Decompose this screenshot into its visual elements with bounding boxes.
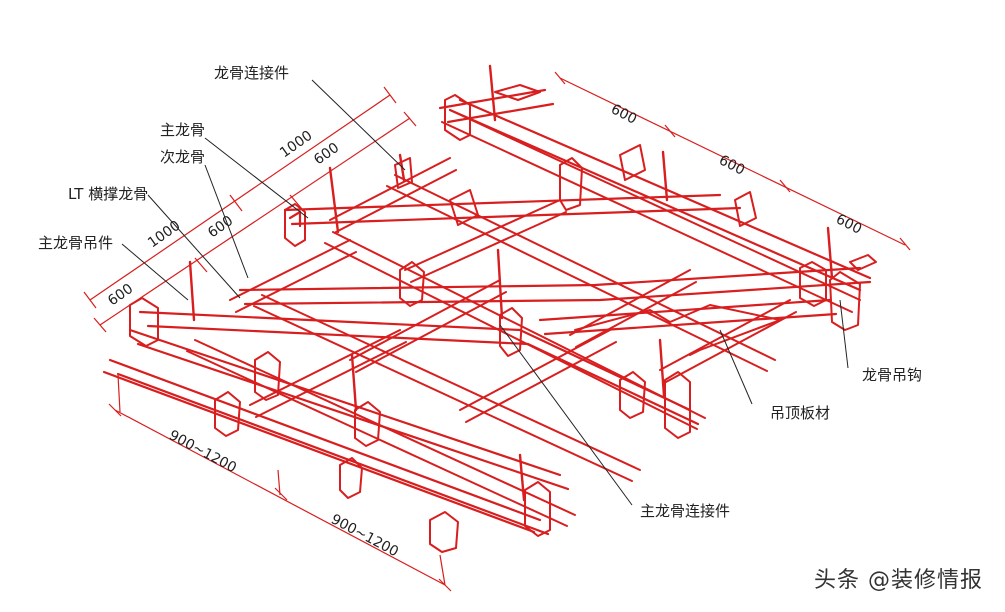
label-keel-connector: 龙骨连接件 xyxy=(214,64,289,82)
dim-bottom-2: 900~1200 xyxy=(328,511,401,560)
callout-labels: 龙骨连接件 主龙骨 次龙骨 LT 横撑龙骨 主龙骨吊件 龙骨吊钩 吊顶板材 主龙… xyxy=(38,64,922,520)
dim-left-outer-2: 1000 xyxy=(145,218,183,252)
dim-top-right-2: 600 xyxy=(716,152,747,178)
dim-left-inner-1: 600 xyxy=(311,140,342,168)
label-secondary-keel: 次龙骨 xyxy=(160,148,205,166)
watermark: 头条 @装修情报 xyxy=(814,568,983,593)
keel-frame xyxy=(102,64,877,553)
ceiling-panel-outline xyxy=(574,304,781,356)
label-main-keel-hanger: 主龙骨吊件 xyxy=(38,234,113,252)
dimension-lines xyxy=(83,71,911,592)
label-lt-cross-keel: LT 横撑龙骨 xyxy=(68,185,148,203)
label-keel-hook: 龙骨吊钩 xyxy=(862,366,922,384)
lt-cross-keels xyxy=(229,157,797,423)
dim-left-outer-1: 1000 xyxy=(277,128,315,162)
keel-hooks xyxy=(129,84,877,553)
dim-top-right-1: 600 xyxy=(608,101,639,127)
label-main-keel-connector: 主龙骨连接件 xyxy=(640,502,730,520)
label-main-keel: 主龙骨 xyxy=(160,121,205,139)
main-keels xyxy=(102,88,872,536)
hanger-rods xyxy=(188,64,834,502)
angle-pieces xyxy=(449,144,757,227)
dim-top-right-3: 600 xyxy=(833,211,864,237)
label-ceiling-panel: 吊顶板材 xyxy=(770,404,830,422)
leader-lines xyxy=(121,79,849,506)
